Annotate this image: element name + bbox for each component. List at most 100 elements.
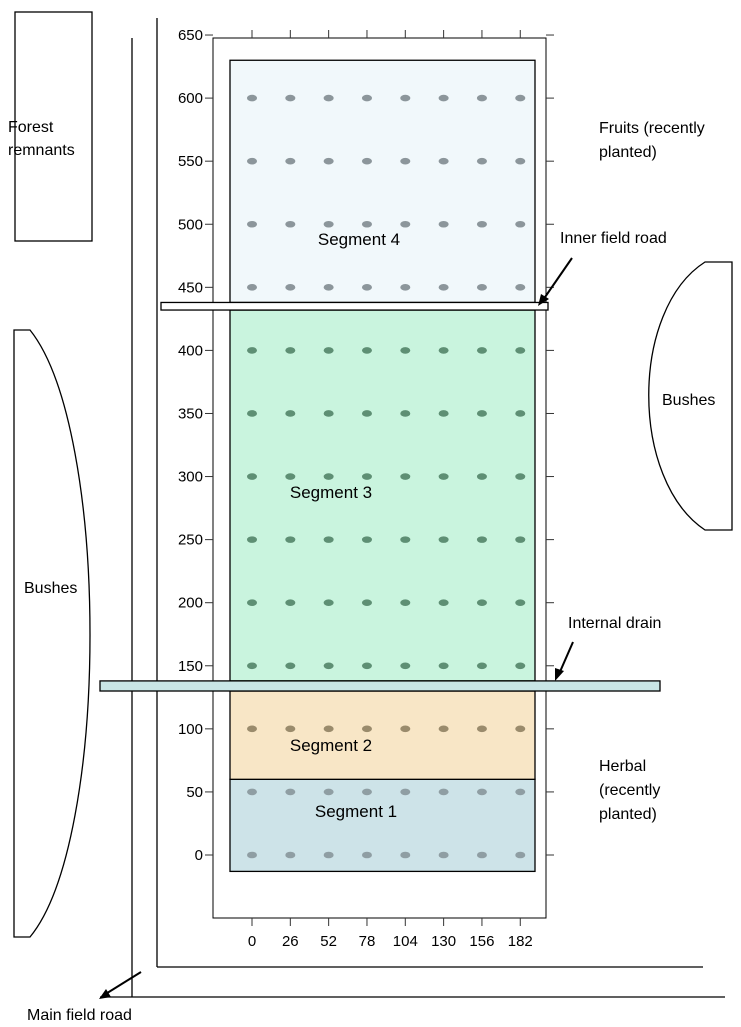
main-road-label: Main field road [27,1007,132,1024]
plot-point [323,662,334,670]
plot-point [247,220,257,228]
plot-point [476,536,487,543]
forest-label-line2: remnants [8,142,75,159]
plot-point [323,599,334,606]
plot-point [400,347,411,354]
plot-point [476,599,487,606]
plot-point [400,599,411,606]
plot-point [247,851,257,859]
x-tick-label: 156 [469,933,494,950]
plot-point [361,536,372,543]
plot-point [400,536,411,543]
plot-point [323,410,334,417]
x-tick-label: 130 [431,933,456,950]
plot-point [438,284,449,291]
y-tick-label: 150 [178,658,203,675]
internal-drain-arrowhead [555,668,564,681]
y-tick-label: 650 [178,27,203,44]
plot-point [247,788,257,796]
plot-point [438,725,449,733]
plot-point [323,851,334,859]
segment-2-rect [229,690,536,780]
plot-point [361,851,372,859]
plot-point [323,157,334,165]
inner-field-road-arrow [542,257,573,301]
plot-point [247,536,257,543]
plot-point [476,473,487,480]
bushes-left-shape [13,329,91,938]
plot-point [438,157,449,165]
plot-point [285,599,296,606]
plot-point [515,599,526,606]
plot-point [361,284,372,291]
forest-remnants-box [14,11,93,242]
plot-point [400,94,411,102]
plot-point [323,725,334,733]
plot-point [476,788,487,796]
plot-point [247,284,257,291]
bushes-left-label: Bushes [24,580,77,597]
y-tick-label: 350 [178,405,203,422]
plot-point [361,157,372,165]
plot-point [247,599,257,606]
plot-point [285,788,296,796]
plot-point [438,347,449,354]
x-tick-label: 52 [320,933,337,950]
segment-1-rect [229,778,536,873]
x-tick-label: 182 [508,933,533,950]
plot-point [361,599,372,606]
plot-point [247,725,257,733]
plot-point [400,473,411,480]
inner-field-road-bar [160,301,549,311]
plot-point [247,94,257,102]
inner-field-road-arrowhead [538,294,549,306]
plot-point [515,788,526,796]
plot-point [361,220,372,228]
plot-point [476,347,487,354]
plot-point [476,284,487,291]
y-tick-label: 100 [178,721,203,738]
plot-point [323,536,334,543]
x-tick-label: 0 [248,933,256,950]
plot-point [515,220,526,228]
plot-point [400,851,411,859]
plot-point [438,788,449,796]
plot-point [247,347,257,354]
bushes-right-label: Bushes [662,392,715,409]
x-tick-label: 26 [282,933,299,950]
points-layer [247,94,526,859]
plot-point [247,410,257,417]
herbal-label-line2: (recently [599,782,660,799]
x-tick-label: 104 [393,933,418,950]
y-tick-label: 400 [178,342,203,359]
plot-point [323,284,334,291]
y-tick-label: 550 [178,153,203,170]
bushes-right-shape [648,261,733,531]
segment-3-label: Segment 3 [290,483,372,502]
plot-point [285,662,296,670]
y-tick-label: 50 [186,784,203,801]
plot-point [515,725,526,733]
segment-3-rect [229,309,536,682]
plot-point [361,788,372,796]
main-road-arrow [103,971,142,996]
internal-drain-arrow [558,641,574,675]
y-tick-label: 500 [178,216,203,233]
plot-point [438,662,449,670]
segment-2-label: Segment 2 [290,736,372,755]
y-tick-label: 250 [178,532,203,549]
plot-point [515,851,526,859]
plot-point [476,410,487,417]
plot-point [361,725,372,733]
plot-point [438,851,449,859]
plot-point [361,347,372,354]
plot-point [285,284,296,291]
forest-label-line1: Forest [8,119,54,136]
inner-field-road-label: Inner field road [560,230,667,247]
plot-point [247,662,257,670]
plot-point [285,94,296,102]
plot-point [285,410,296,417]
